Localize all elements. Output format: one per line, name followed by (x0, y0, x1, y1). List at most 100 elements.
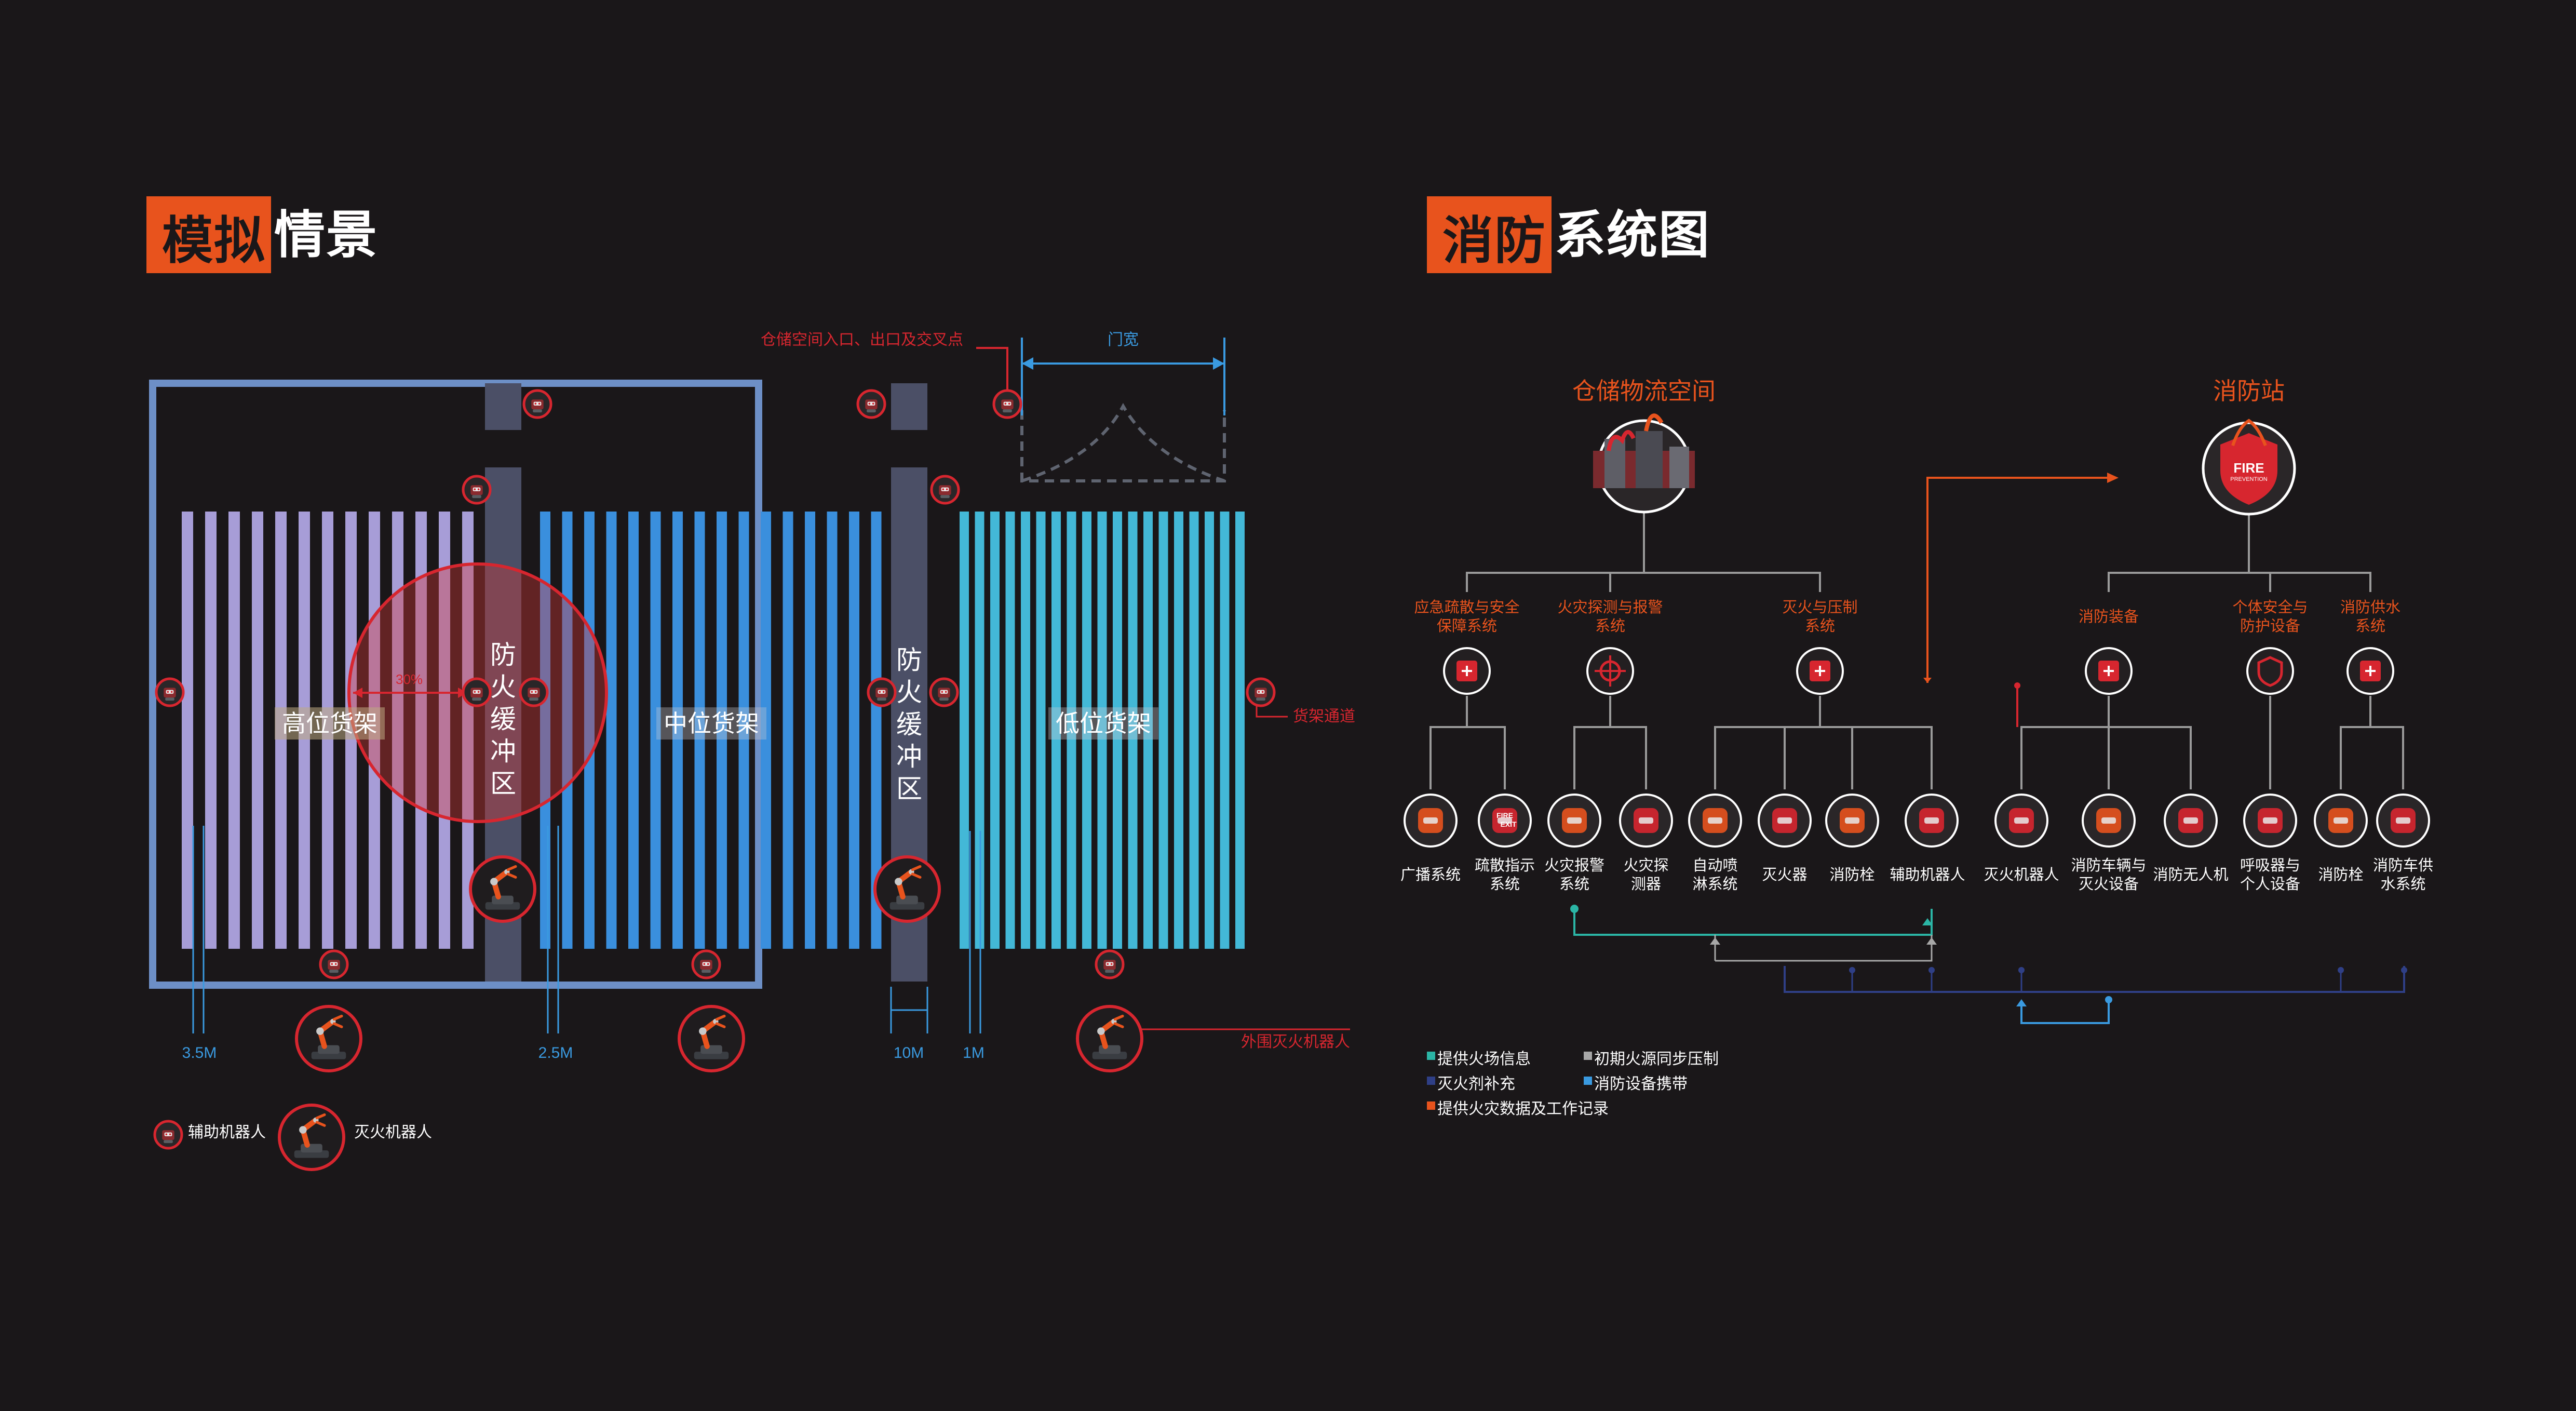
entrance-callout-line (976, 347, 1008, 402)
mid-shelf-bar (849, 512, 859, 949)
leaf-icon (1825, 794, 1879, 848)
mid-shelf-bar (628, 512, 639, 949)
exit-sign-line2: EXIT (1500, 820, 1517, 828)
assist-robot-marker (519, 677, 549, 707)
leaf-assist-robot: 辅助机器人 (1890, 867, 1965, 883)
mid-shelf-bar (761, 512, 771, 949)
assist-robot-marker (153, 1120, 183, 1150)
low-shelf-bar (1051, 512, 1061, 949)
legend-item-1: 提供火场信息 (1437, 1051, 1531, 1068)
low-shelf-bar (990, 512, 1000, 949)
legend-assist-robot: 辅助机器人 (188, 1124, 266, 1141)
leaf-drone: 消防无人机 (2153, 867, 2229, 883)
mid-shelf-bar (738, 512, 749, 949)
agent-connector (1784, 966, 2405, 993)
right-title-rest: 系统图 (1555, 206, 1711, 263)
exit-sign-line1: FIRE (1496, 811, 1513, 819)
category-equip: 消防装备 (2078, 609, 2139, 625)
external-robot-callout: 外围灭火机器人 (1241, 1033, 1350, 1051)
leaf-icons (1404, 794, 2430, 848)
fire-robot-marker (873, 855, 941, 923)
fire-robot-marker (278, 1104, 345, 1171)
category-icon-panel (2346, 647, 2394, 695)
low-shelf-bar (1113, 512, 1122, 949)
zone-high-shelf: 高位货架 (275, 707, 385, 740)
category-detect: 火灾探测与报警系统 (1557, 599, 1663, 635)
door-width-label: 门宽 (1108, 331, 1139, 348)
category-icon-shield (2246, 647, 2294, 695)
shelf-bars (182, 512, 1245, 949)
low-shelf-bar (1128, 512, 1138, 949)
legend-fire-robot: 灭火机器人 (354, 1124, 432, 1141)
right-panel-title: 消防 系统图 (1427, 196, 1710, 273)
legend-swatch (1584, 1077, 1592, 1085)
dimension-label-3: 10M (893, 1044, 924, 1061)
dimension-lines (192, 826, 981, 1033)
root-fire-station: 消防站 (2213, 378, 2285, 405)
mid-shelf-bar (783, 512, 793, 949)
assist-robot-marker (462, 677, 492, 707)
zone-buffer-1: 防火缓冲区 (490, 640, 516, 798)
category-personal: 个体安全与防护设备 (2232, 599, 2308, 635)
low-shelf-bar (1220, 512, 1230, 949)
fire-robots (278, 855, 1143, 1171)
radius-label: 30% (396, 671, 423, 687)
leaf-icon (1905, 794, 1959, 848)
leaf-sprinkler: 自动喷淋系统 (1692, 857, 1738, 893)
entrance-callout: 仓储空间入口、出口及交叉点 (761, 331, 963, 348)
mid-shelf-bar (871, 512, 882, 949)
leaf-broadcast: 广播系统 (1400, 867, 1461, 883)
mid-shelf-bar (805, 512, 815, 949)
zone-low-shelf: 低位货架 (1048, 707, 1158, 740)
assist-robot-marker (867, 677, 897, 707)
low-shelf-bar (1067, 512, 1076, 949)
leaf-fire-robot: 灭火机器人 (1984, 867, 2059, 883)
high-shelf-bar (392, 512, 403, 949)
right-title-highlight: 消防 (1427, 196, 1552, 273)
fire-robot-marker (1076, 1005, 1143, 1072)
assist-robot-marker (462, 475, 492, 505)
leaf-icon (2164, 794, 2218, 848)
fire-robot-marker (678, 1005, 745, 1072)
fire-robot-marker (469, 855, 536, 923)
legend-swatch (1584, 1052, 1592, 1060)
cross-link-line (1926, 477, 2116, 683)
left-title-highlight: 模拟 (146, 196, 271, 273)
low-shelf-bar (1021, 512, 1030, 949)
mid-shelf-bar (606, 512, 617, 949)
leaf-detector: 火灾探测器 (1623, 857, 1669, 893)
category-water: 消防供水系统 (2340, 599, 2400, 635)
tree-lines (1429, 509, 2404, 789)
leaf-icon (1547, 794, 1601, 848)
assist-robot-marker (930, 475, 960, 505)
legend-swatches (1427, 1052, 1592, 1110)
dimension-label-4: 1M (963, 1044, 984, 1061)
dimension-label-2: 2.5M (538, 1044, 573, 1061)
legend-swatch (1427, 1077, 1435, 1085)
category-icon-exit-run (1443, 647, 1491, 695)
left-title-rest: 情景 (274, 206, 379, 263)
high-shelf-bar (462, 512, 474, 949)
mid-shelf-bar (650, 512, 661, 949)
legend-item-2: 初期火源同步压制 (1594, 1051, 1719, 1068)
assist-robots (153, 389, 1276, 1150)
assist-robot-marker (691, 949, 721, 979)
leaf-alarm: 火灾报警系统 (1544, 857, 1604, 893)
category-evac: 应急疏散与安全保障系统 (1414, 599, 1520, 635)
low-shelf-bar (1082, 512, 1091, 949)
low-shelf-bar (1158, 512, 1168, 949)
low-shelf-bar (1036, 512, 1046, 949)
warehouse-frame (149, 380, 762, 989)
assist-robot-marker (1246, 677, 1276, 707)
leaf-icon (1404, 794, 1458, 848)
legend-swatch (1427, 1052, 1435, 1060)
low-shelf-bar (975, 512, 984, 949)
leaf-icon (2314, 794, 2368, 848)
mid-shelf-bar (827, 512, 838, 949)
legend-item-4: 消防设备携带 (1594, 1076, 1688, 1093)
high-shelf-bar (205, 512, 217, 949)
leaf-icon (1758, 794, 1812, 848)
low-shelf-bar (1205, 512, 1214, 949)
suppress-connector (1714, 935, 1933, 962)
